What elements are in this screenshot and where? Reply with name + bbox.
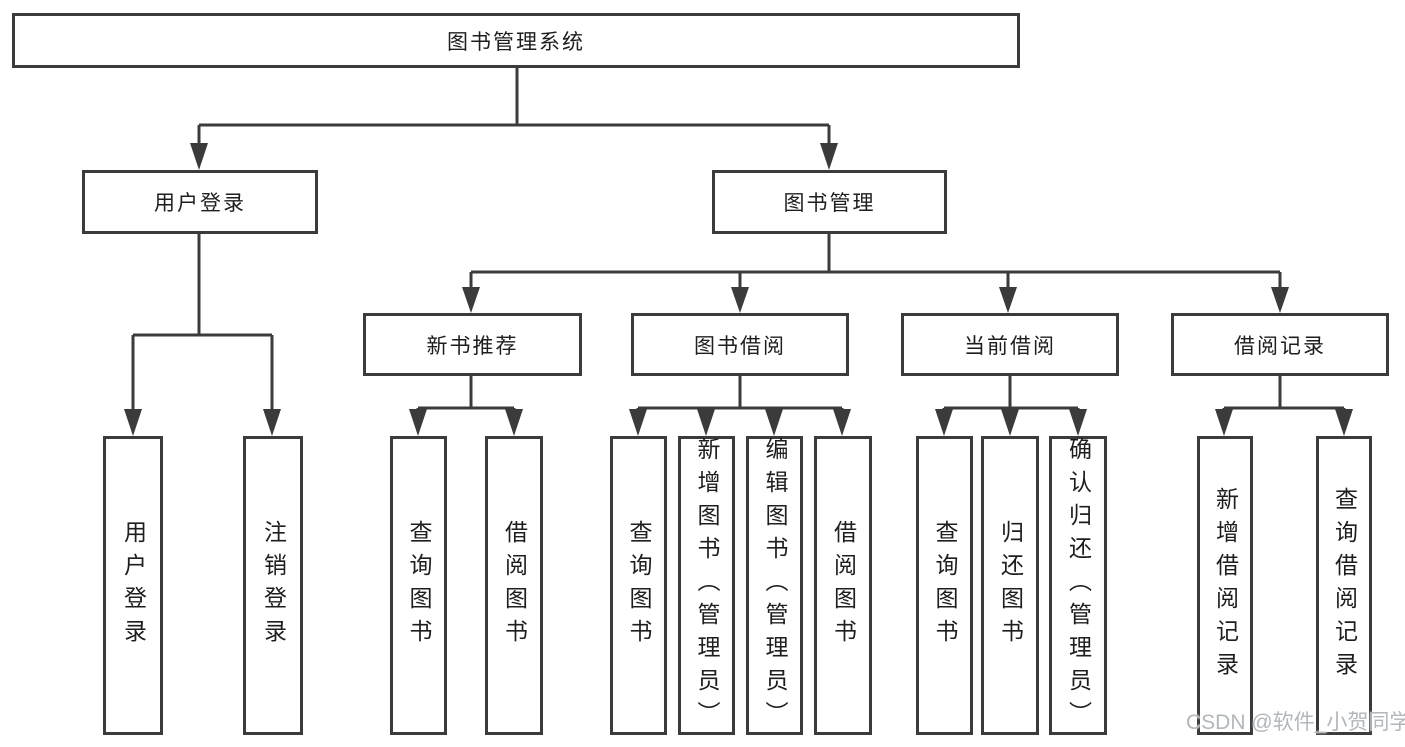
- node-new-book-recommend-label: 新书推荐: [426, 334, 519, 358]
- node-borrow-records: 借阅记录: [1171, 313, 1389, 376]
- node-root-label: 图书管理系统: [447, 30, 585, 54]
- leaf-borrow-add-label: 新增图书（管理员）: [694, 437, 720, 734]
- leaf-newbook-borrow-label: 借阅图书: [501, 519, 528, 652]
- leaf-current-confirm-label: 确认归还（管理员）: [1065, 437, 1092, 734]
- leaf-borrow-query-label: 查询图书: [626, 519, 652, 652]
- leaf-current-query: 查询图书: [916, 436, 973, 735]
- node-root: 图书管理系统: [12, 13, 1020, 68]
- leaf-borrow-borrow-label: 借阅图书: [830, 519, 857, 652]
- leaf-current-return-label: 归还图书: [997, 519, 1024, 652]
- leaf-current-return: 归还图书: [981, 436, 1039, 735]
- node-user-login-label: 用户登录: [154, 192, 246, 215]
- leaf-current-query-label: 查询图书: [932, 519, 958, 652]
- node-current-borrow-label: 当前借阅: [964, 334, 1056, 358]
- leaf-user-login: 用户登录: [103, 436, 163, 735]
- node-borrow-records-label: 借阅记录: [1234, 334, 1326, 358]
- leaf-borrow-query: 查询图书: [610, 436, 667, 735]
- leaf-record-query-label: 查询借阅记录: [1331, 486, 1358, 685]
- node-book-management-label: 图书管理: [783, 192, 876, 215]
- leaf-newbook-query: 查询图书: [390, 436, 447, 735]
- leaf-logout-label: 注销登录: [260, 519, 287, 652]
- leaf-borrow-edit: 编辑图书（管理员）: [746, 436, 803, 735]
- node-book-borrow: 图书借阅: [631, 313, 849, 376]
- node-current-borrow: 当前借阅: [901, 313, 1119, 376]
- arrowheads: [124, 143, 1353, 436]
- leaf-record-add: 新增借阅记录: [1197, 436, 1253, 735]
- leaf-user-login-label: 用户登录: [120, 519, 147, 652]
- watermark: CSDN @软件_小贺同学: [1186, 711, 1405, 734]
- leaf-borrow-edit-label: 编辑图书（管理员）: [762, 437, 788, 734]
- leaf-newbook-query-label: 查询图书: [406, 519, 432, 652]
- node-book-borrow-label: 图书借阅: [694, 334, 786, 358]
- leaf-borrow-borrow: 借阅图书: [814, 436, 872, 735]
- node-book-management: 图书管理: [712, 170, 947, 234]
- node-user-login: 用户登录: [82, 170, 318, 234]
- leaf-borrow-add: 新增图书（管理员）: [678, 436, 735, 735]
- leaf-logout: 注销登录: [243, 436, 303, 735]
- node-new-book-recommend: 新书推荐: [363, 313, 582, 376]
- leaf-current-confirm: 确认归还（管理员）: [1049, 436, 1107, 735]
- leaf-record-query: 查询借阅记录: [1316, 436, 1372, 735]
- leaf-newbook-borrow: 借阅图书: [485, 436, 543, 735]
- leaf-record-add-label: 新增借阅记录: [1212, 486, 1239, 685]
